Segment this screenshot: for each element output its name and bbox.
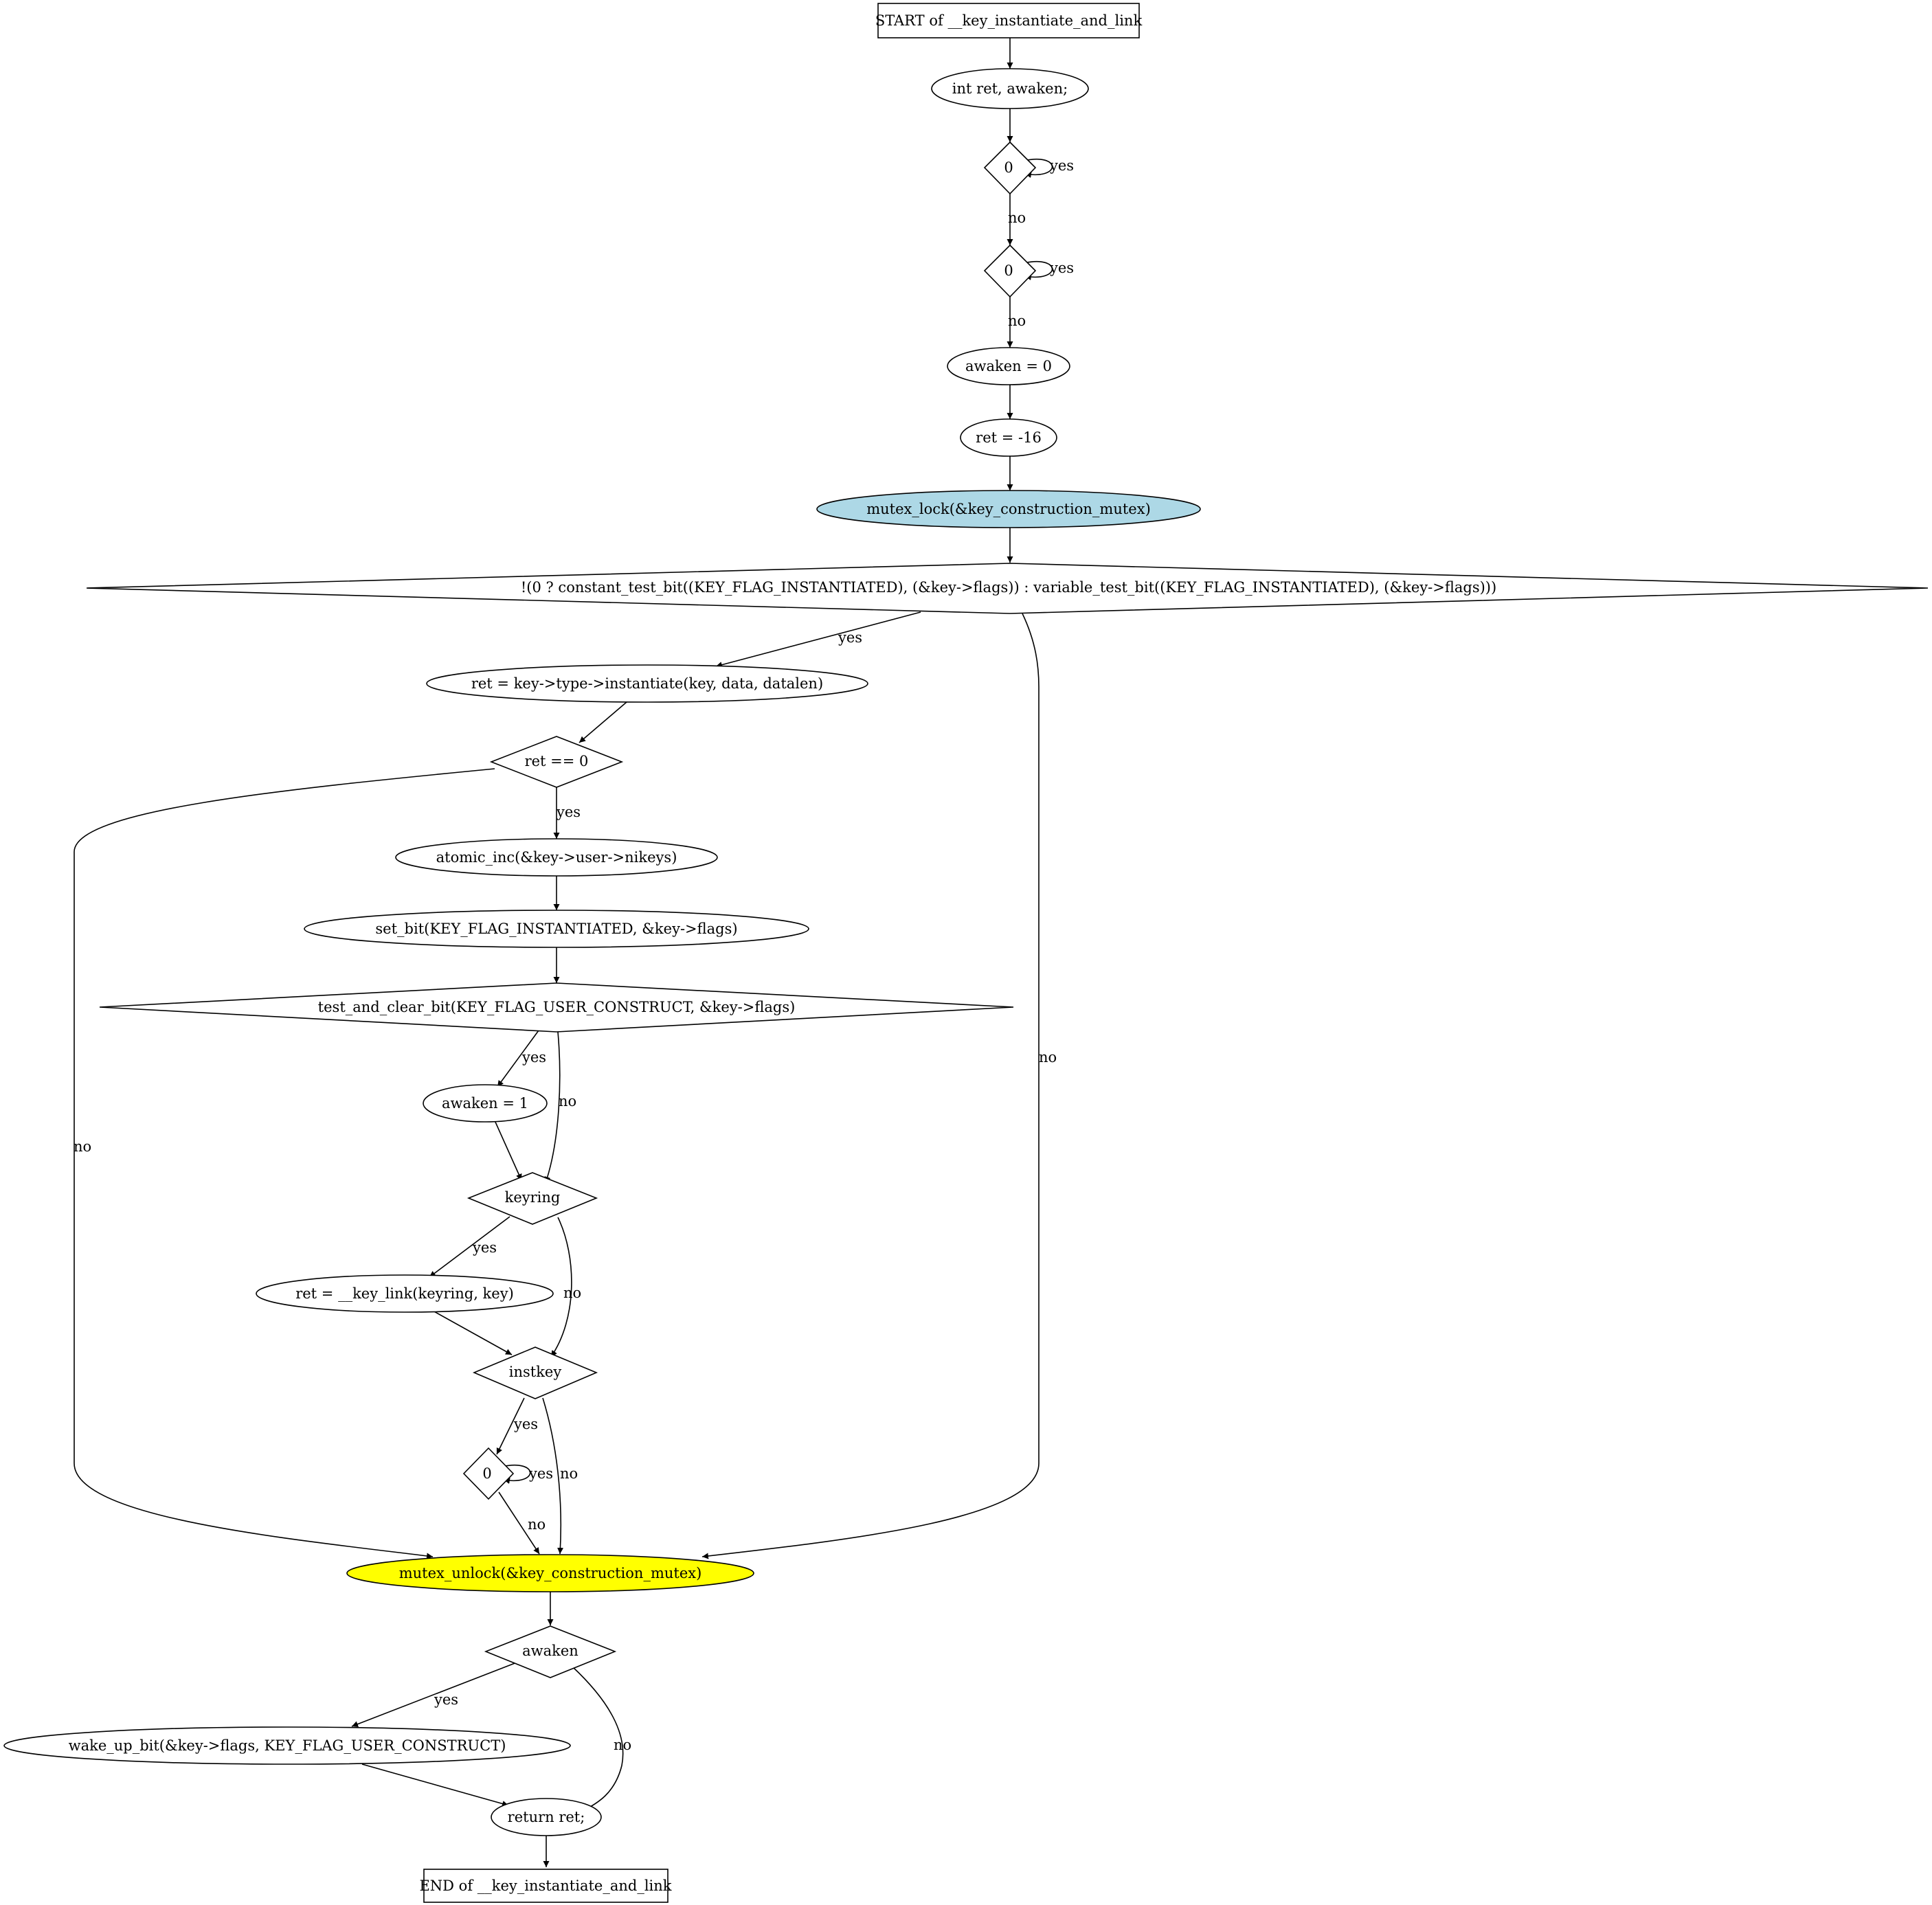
awaken-zero-node-label: awaken = 0 [965, 358, 1052, 374]
edge-keyring-no [550, 1217, 572, 1357]
decision-zero-2-label: 0 [1004, 262, 1013, 279]
decision-zero-3: 0 [462, 1447, 515, 1500]
edge-labels: yes no yes no yes no yes no yes no yes n… [74, 157, 1074, 1753]
edge-label-awaken-no: no [614, 1737, 631, 1753]
start-node: START of __key_instantiate_and_link [875, 3, 1143, 38]
ret-minus16-node-label: ret = -16 [976, 429, 1042, 446]
return-node-label: return ret; [508, 1809, 585, 1825]
set-bit-node: set_bit(KEY_FLAG_INSTANTIATED, &key->fla… [304, 910, 809, 948]
decision-instkey-label: instkey [509, 1364, 562, 1380]
edge-instkey-yes [496, 1397, 525, 1455]
wake-up-bit-node: wake_up_bit(&key->flags, KEY_FLAG_USER_C… [3, 1726, 571, 1765]
edge-label-zero-3-no: no [528, 1516, 546, 1533]
start-node-label: START of __key_instantiate_and_link [875, 12, 1143, 29]
decision-awaken: awaken [484, 1625, 617, 1678]
edge-testclear-no [544, 1031, 561, 1184]
atomic-inc-node: atomic_inc(&key->user->nikeys) [395, 838, 718, 877]
edge-label-keyring-no: no [563, 1285, 581, 1301]
edge-keylink-to-instkey [432, 1310, 513, 1355]
edge-instantiate-to-ret-zero [579, 701, 627, 743]
edge-label-zero-3-yes: yes [528, 1465, 553, 1482]
edge-label-keyring-yes: yes [472, 1239, 497, 1256]
edge-label-zero-2-no: no [1008, 313, 1026, 329]
end-node: END of __key_instantiate_and_link [419, 1869, 672, 1903]
edge-zero-2-self-loop [1023, 260, 1053, 280]
key-link-node-label: ret = __key_link(keyring, key) [295, 1285, 514, 1302]
decision-not-instantiated-label: !(0 ? constant_test_bit((KEY_FLAG_INSTAN… [521, 579, 1496, 596]
edge-zero-1-self-loop [1023, 158, 1053, 178]
awaken-one-node: awaken = 1 [423, 1084, 548, 1123]
edge-label-awaken-yes: yes [434, 1691, 458, 1708]
ret-minus16-node: ret = -16 [960, 418, 1057, 457]
edge-label-zero-2-yes: yes [1049, 260, 1074, 276]
edge-zero-3-self-loop [501, 1464, 531, 1484]
mutex-unlock-node-label: mutex_unlock(&key_construction_mutex) [399, 1565, 702, 1581]
decision-awaken-label: awaken [522, 1643, 579, 1659]
awaken-zero-node: awaken = 0 [947, 347, 1070, 385]
edge-instantiated-no [701, 613, 1040, 1559]
edge-label-testclear-yes: yes [521, 1049, 546, 1066]
edge-ret-zero-no [74, 768, 495, 1559]
edge-instantiated-yes [715, 611, 921, 668]
decision-keyring-label: keyring [505, 1189, 561, 1206]
decision-test-and-clear-label: test_and_clear_bit(KEY_FLAG_USER_CONSTRU… [318, 999, 796, 1015]
declaration-node: int ret, awaken; [931, 68, 1089, 109]
decision-zero-1-label: 0 [1004, 159, 1013, 176]
edge-label-zero-1-yes: yes [1049, 157, 1074, 174]
edge-zero-3-no [498, 1491, 540, 1555]
set-bit-node-label: set_bit(KEY_FLAG_INSTANTIATED, &key->fla… [375, 921, 737, 937]
edge-awaken-no [572, 1666, 624, 1812]
mutex-lock-node-label: mutex_lock(&key_construction_mutex) [866, 501, 1151, 517]
edge-label-instantiated-yes: yes [838, 629, 862, 646]
nodes: START of __key_instantiate_and_link int … [3, 3, 1929, 1903]
edge-label-ret-zero-no: no [74, 1138, 91, 1155]
wake-up-bit-node-label: wake_up_bit(&key->flags, KEY_FLAG_USER_C… [69, 1737, 506, 1754]
edge-label-ret-zero-yes: yes [556, 804, 581, 820]
declaration-node-label: int ret, awaken; [952, 80, 1068, 97]
decision-test-and-clear: test_and_clear_bit(KEY_FLAG_USER_CONSTRU… [99, 982, 1014, 1033]
end-node-label: END of __key_instantiate_and_link [419, 1878, 671, 1894]
decision-zero-1: 0 [983, 141, 1037, 195]
edges [74, 38, 1053, 1867]
atomic-inc-node-label: atomic_inc(&key->user->nikeys) [436, 849, 677, 866]
decision-zero-2: 0 [983, 244, 1037, 298]
edge-instkey-no [542, 1397, 564, 1555]
edge-label-testclear-no: no [559, 1093, 576, 1109]
decision-zero-3-label: 0 [482, 1465, 491, 1482]
return-node: return ret; [491, 1798, 602, 1836]
decision-keyring: keyring [467, 1172, 598, 1225]
instantiate-call-node-label: ret = key->type->instantiate(key, data, … [471, 675, 823, 692]
edge-label-instkey-no: no [560, 1465, 578, 1482]
key-link-node: ret = __key_link(keyring, key) [256, 1274, 554, 1313]
decision-instkey: instkey [472, 1346, 598, 1399]
decision-ret-zero-label: ret == 0 [525, 753, 589, 769]
edge-keyring-yes [429, 1216, 510, 1278]
decision-ret-zero: ret == 0 [489, 736, 624, 788]
edge-label-instkey-yes: yes [513, 1416, 538, 1432]
edge-label-instantiated-no: no [1039, 1049, 1057, 1066]
edge-testclear-yes [497, 1030, 539, 1087]
decision-not-instantiated: !(0 ? constant_test_bit((KEY_FLAG_INSTAN… [86, 563, 1929, 614]
edge-wakeup-to-return [361, 1763, 509, 1807]
mutex-lock-node: mutex_lock(&key_construction_mutex) [816, 490, 1201, 528]
edge-awaken-yes [351, 1662, 517, 1727]
edge-label-zero-1-no: no [1008, 210, 1026, 226]
mutex-unlock-node: mutex_unlock(&key_construction_mutex) [346, 1554, 754, 1592]
instantiate-call-node: ret = key->type->instantiate(key, data, … [426, 664, 868, 703]
awaken-one-node-label: awaken = 1 [442, 1095, 528, 1112]
edge-awaken-one-to-keyring [494, 1120, 522, 1181]
